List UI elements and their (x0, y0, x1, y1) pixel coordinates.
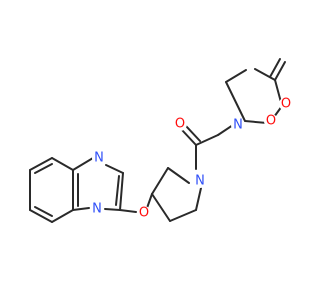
pyrazine-ring (72, 157, 124, 211)
bond (151, 167, 169, 195)
molecule-drawing: O N O O N O N N (29, 58, 293, 223)
bond (146, 193, 153, 209)
benzene-ring (29, 157, 74, 223)
bond (254, 68, 276, 81)
bond (104, 208, 121, 211)
atom-N-quinoxaline-top: N (94, 151, 104, 166)
pyrrolidine-ring (151, 167, 202, 222)
bond (29, 157, 53, 171)
atom-O-ring: O (266, 114, 276, 129)
bond (274, 61, 286, 81)
atom-O-carbonyl-amide: O (175, 117, 185, 132)
bond (34, 163, 53, 174)
bond (167, 167, 190, 184)
bond (72, 207, 90, 211)
atom-N-oxazolidinone: N (233, 118, 243, 133)
bond (169, 209, 197, 222)
bond (115, 175, 120, 206)
bond (225, 69, 247, 83)
ether-link (119, 193, 153, 213)
atom-N-quinoxaline-bottom: N (92, 202, 102, 217)
bond (34, 206, 53, 217)
bond (195, 134, 219, 146)
bond (151, 193, 171, 222)
acetyl-linker (181, 124, 234, 170)
atom-labels: O N O O N O N N (90, 97, 293, 221)
structure-canvas: O N O O N O N N (29, 58, 293, 223)
bond (244, 120, 268, 124)
bond (195, 187, 202, 211)
bond (185, 125, 201, 142)
bond (105, 164, 124, 174)
bond (51, 209, 74, 223)
bond (29, 209, 53, 223)
bond (119, 172, 124, 211)
atom-O-ether: O (139, 206, 149, 221)
bond (269, 58, 281, 78)
bond (225, 81, 246, 122)
bond (51, 157, 74, 171)
bond (217, 124, 234, 136)
atom-N-pyrrolidine: N (195, 174, 205, 189)
oxazolidinone-ring (225, 58, 286, 124)
bond (181, 129, 197, 146)
atom-O-carbonyl-ring: O (281, 97, 291, 112)
bond (119, 209, 137, 213)
bond (72, 157, 94, 171)
